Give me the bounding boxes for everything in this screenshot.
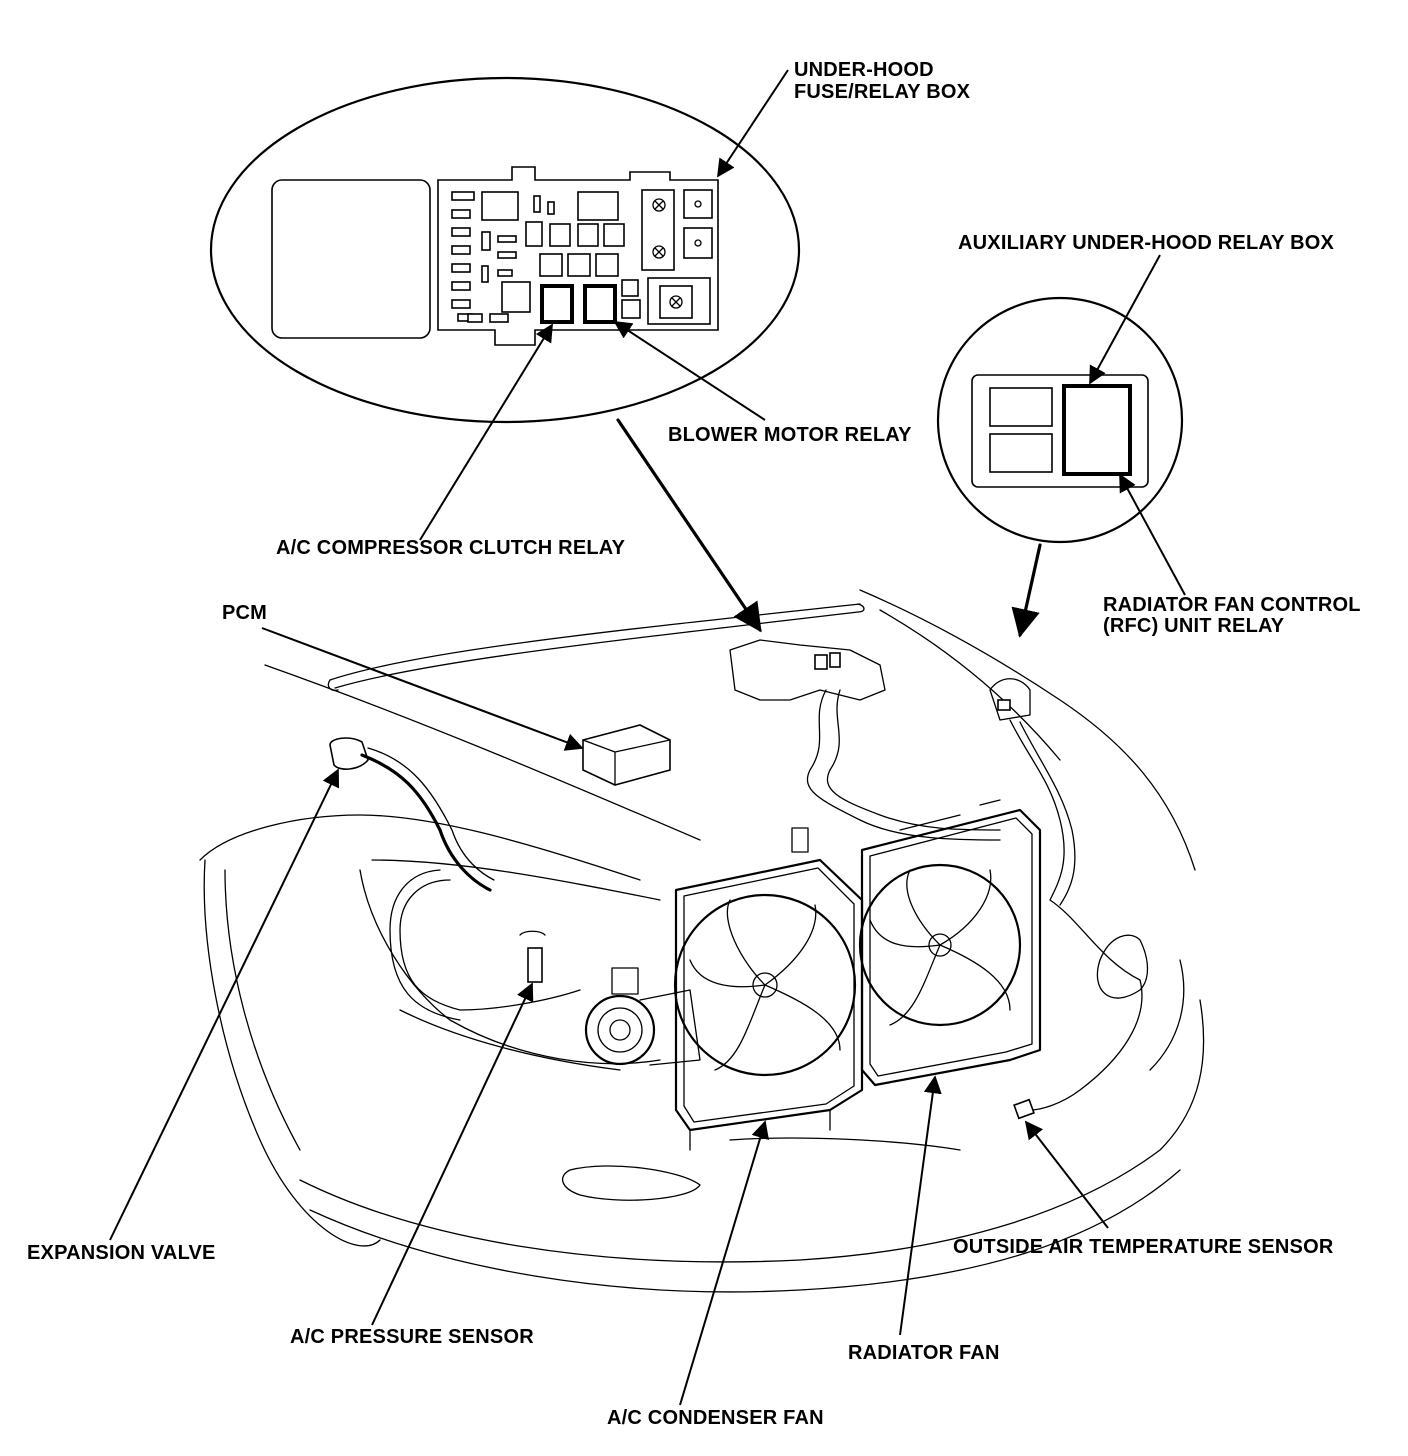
fuse-column [451, 191, 641, 323]
outside-air-temp-sensor-part [1013, 1098, 1035, 1120]
label-under-hood-l1: UNDER-HOOD [794, 59, 934, 81]
under-hood-fuse-relay-box-detail [209, 76, 801, 424]
auxiliary-relay-box-detail [936, 296, 1184, 544]
vehicle-front-outline [199, 589, 1205, 1293]
label-ac-condenser-fan: A/C CONDENSER FAN [607, 1407, 824, 1429]
label-outside-air-temp-sensor: OUTSIDE AIR TEMPERATURE SENSOR [953, 1236, 1334, 1258]
label-expansion-valve: EXPANSION VALVE [27, 1242, 216, 1264]
engine-bay-components [329, 639, 1143, 1151]
ac-compressor-part [584, 994, 656, 1066]
large-fuse-blocks [641, 189, 713, 325]
radiator-fan-part [858, 799, 1042, 1087]
label-pcm: PCM [222, 602, 267, 624]
ac-condenser-fan-part [673, 827, 864, 1151]
blower-motor-relay-marker [583, 284, 617, 324]
label-ac-pressure-sensor: A/C PRESSURE SENSOR [290, 1326, 534, 1348]
ac-pressure-sensor-part [527, 947, 543, 983]
label-rfc-relay-l1: RADIATOR FAN CONTROL [1103, 594, 1361, 616]
expansion-valve-part [329, 737, 369, 770]
rfc-unit-relay-marker [1062, 384, 1132, 476]
label-blower-motor-relay: BLOWER MOTOR RELAY [668, 424, 912, 446]
label-under-hood-l2: FUSE/RELAY BOX [794, 81, 971, 103]
aux-detail-circle [936, 296, 1184, 544]
underhood-box-on-car [729, 639, 886, 701]
callout-labels: UNDER-HOOD FUSE/RELAY BOX AUXILIARY UNDE… [27, 59, 1361, 1429]
detail-ellipse [209, 76, 801, 424]
label-rfc-relay-l2: (RFC) UNIT RELAY [1103, 615, 1285, 637]
fuse-box-cover [271, 179, 431, 339]
ac-compressor-clutch-relay-marker [540, 284, 574, 324]
leader-lines [109, 69, 1186, 1406]
pcm-part [582, 724, 671, 786]
label-ac-compressor-clutch-relay: A/C COMPRESSOR CLUTCH RELAY [276, 537, 626, 559]
label-radiator-fan: RADIATOR FAN [848, 1342, 1000, 1364]
label-aux-relay-box: AUXILIARY UNDER-HOOD RELAY BOX [958, 232, 1335, 254]
